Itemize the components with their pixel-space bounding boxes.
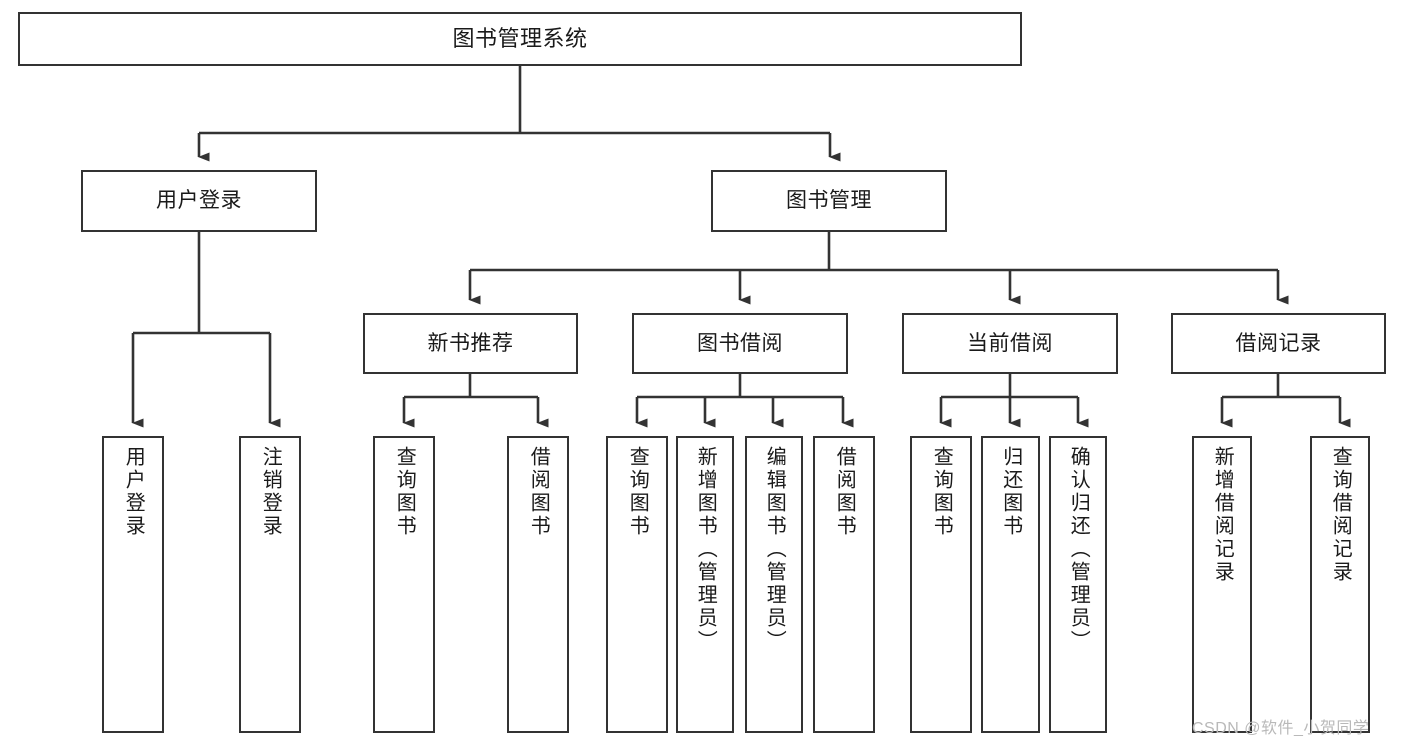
node-label: 查询图书 xyxy=(930,446,953,538)
node-label: 查询借阅记录 xyxy=(1329,446,1352,584)
node-label: 新书推荐 xyxy=(427,331,514,355)
node-label: 当前借阅 xyxy=(967,331,1053,355)
node-book-manage[interactable]: 图书管理 xyxy=(711,170,947,232)
node-user-login[interactable]: 用户登录 xyxy=(81,170,317,232)
node-label: 图书管理系统 xyxy=(452,25,588,51)
node-label: 新增图书（管理员） xyxy=(694,446,717,653)
node-leaf-query-book-2[interactable]: 查询图书 xyxy=(606,436,668,733)
node-leaf-user-login[interactable]: 用户登录 xyxy=(102,436,164,733)
node-label: 用户登录 xyxy=(156,189,242,213)
node-leaf-borrow-book-2[interactable]: 借阅图书 xyxy=(813,436,875,733)
node-leaf-borrow-book-1[interactable]: 借阅图书 xyxy=(507,436,569,733)
node-leaf-logout-login[interactable]: 注销登录 xyxy=(239,436,301,733)
node-label: 查询图书 xyxy=(626,446,649,538)
node-leaf-add-record[interactable]: 新增借阅记录 xyxy=(1192,436,1252,733)
node-label: 图书管理 xyxy=(786,189,872,213)
node-label: 注销登录 xyxy=(259,446,282,538)
node-label: 编辑图书（管理员） xyxy=(763,446,786,653)
node-leaf-query-book-3[interactable]: 查询图书 xyxy=(910,436,972,733)
node-leaf-return-book[interactable]: 归还图书 xyxy=(981,436,1040,733)
node-label: 查询图书 xyxy=(393,446,416,538)
node-leaf-add-book[interactable]: 新增图书（管理员） xyxy=(676,436,734,733)
node-label: 新增借阅记录 xyxy=(1211,446,1234,584)
node-leaf-confirm-return[interactable]: 确认归还（管理员） xyxy=(1049,436,1107,733)
watermark-text: CSDN @软件_小贺同学 xyxy=(1192,720,1370,737)
node-book-borrow[interactable]: 图书借阅 xyxy=(632,313,848,374)
node-label: 图书借阅 xyxy=(697,331,783,355)
node-label: 用户登录 xyxy=(122,446,145,538)
node-label: 确认归还（管理员） xyxy=(1067,446,1090,653)
node-new-book-recommend[interactable]: 新书推荐 xyxy=(363,313,578,374)
node-label: 归还图书 xyxy=(999,446,1022,538)
node-leaf-query-book-1[interactable]: 查询图书 xyxy=(373,436,435,733)
node-leaf-edit-book[interactable]: 编辑图书（管理员） xyxy=(745,436,803,733)
node-root[interactable]: 图书管理系统 xyxy=(18,12,1022,66)
node-label: 借阅图书 xyxy=(527,446,550,538)
node-label: 借阅记录 xyxy=(1235,331,1322,355)
node-current-borrow[interactable]: 当前借阅 xyxy=(902,313,1118,374)
node-borrow-record[interactable]: 借阅记录 xyxy=(1171,313,1386,374)
node-label: 借阅图书 xyxy=(833,446,856,538)
node-leaf-query-record[interactable]: 查询借阅记录 xyxy=(1310,436,1370,733)
